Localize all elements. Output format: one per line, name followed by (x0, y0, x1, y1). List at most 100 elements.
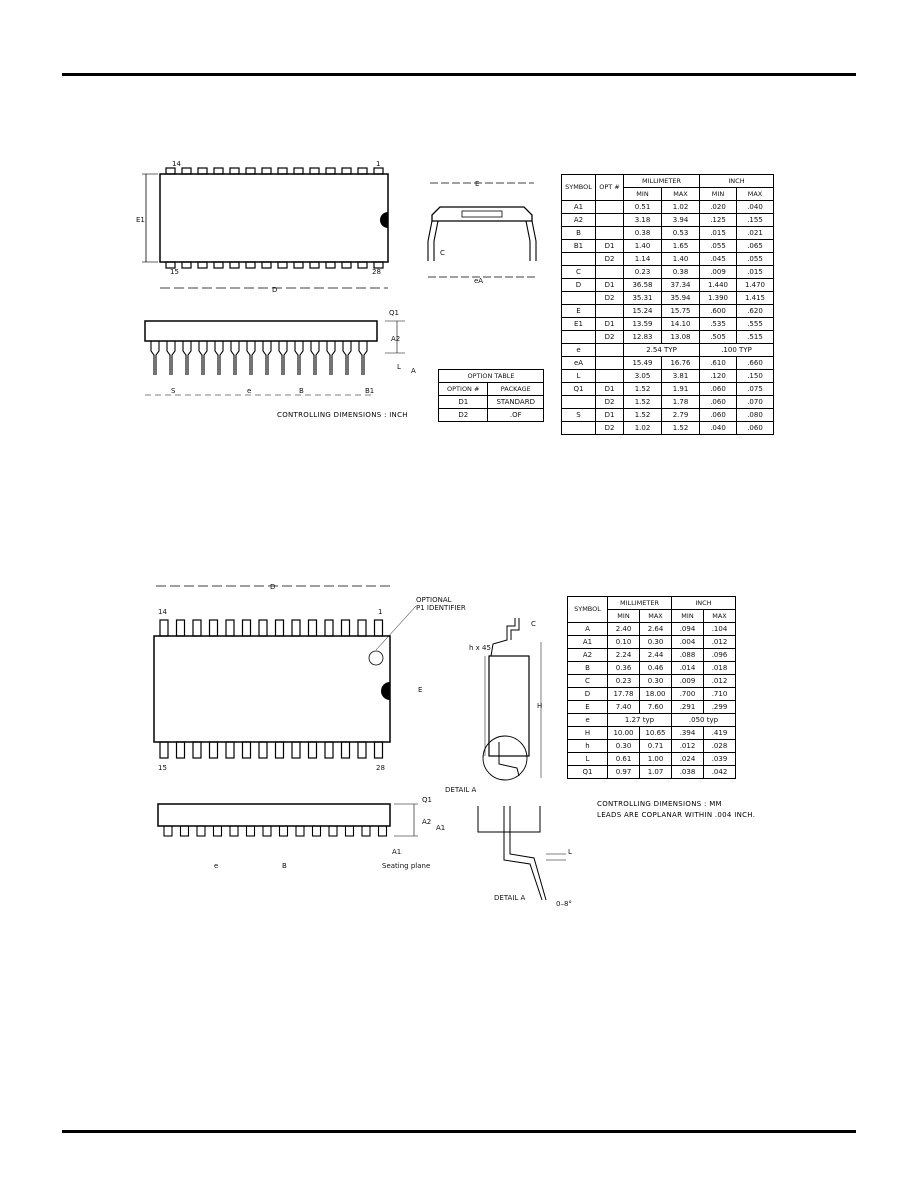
pin (324, 619, 334, 637)
soic-e-pitch-label: e (214, 862, 218, 870)
pin (225, 741, 235, 759)
pin (262, 341, 272, 375)
pin (245, 825, 256, 837)
pin (166, 341, 176, 375)
pin (291, 619, 301, 637)
pin (214, 341, 224, 375)
pin (245, 167, 256, 175)
pin (358, 341, 368, 375)
pin (277, 261, 288, 269)
pin (196, 825, 206, 837)
pin (163, 825, 173, 837)
pin (278, 341, 288, 375)
pin (373, 619, 384, 637)
pin (291, 741, 301, 759)
b1-label: B1 (365, 387, 374, 395)
detail-a-view: L DETAIL A 0–8° (470, 800, 600, 912)
pkg2-coplanar-note: LEADS ARE COPLANAR WITHIN .004 INCH. (597, 811, 756, 819)
pin (307, 741, 318, 759)
soic-pin-14-label: 14 (158, 608, 167, 616)
pin (310, 341, 320, 375)
seating-plane-label: Seating plane (382, 862, 430, 870)
pin (295, 825, 305, 837)
pin (225, 619, 235, 637)
soic-c-label: C (531, 620, 536, 628)
pin (192, 619, 202, 637)
pin (340, 619, 351, 637)
a-label: A (411, 367, 416, 375)
pin (212, 825, 223, 837)
pin (341, 167, 352, 175)
pin (342, 341, 352, 375)
table-row: D2.OF (437, 408, 544, 422)
pin (344, 825, 355, 837)
pin (373, 741, 384, 759)
pin (229, 167, 240, 175)
option-table-title: OPTION TABLE (438, 369, 544, 383)
pin (311, 825, 322, 837)
pin (261, 261, 272, 269)
dip-top-view: 14 1 15 28 E1 D (130, 150, 400, 300)
d-label: D (272, 286, 277, 294)
pin (241, 619, 252, 637)
pin (293, 261, 304, 269)
soic-h-label: H (537, 702, 542, 710)
pin (175, 741, 186, 759)
pin (274, 619, 285, 637)
soic-d-label: D (270, 583, 275, 591)
pin (192, 741, 202, 759)
pin (307, 619, 318, 637)
l-label: L (397, 363, 401, 371)
soic-q1-label: Q1 (422, 796, 432, 804)
s-label: S (171, 387, 176, 395)
pin (357, 167, 368, 175)
soic-pin-28-label: 28 (376, 764, 385, 772)
pin (278, 825, 289, 837)
pin-14-label: 14 (172, 160, 181, 168)
pin (361, 825, 371, 837)
pin (293, 167, 304, 175)
pin (326, 341, 336, 375)
soic-e-label: E (418, 686, 422, 694)
pin (229, 825, 239, 837)
pin (150, 341, 160, 375)
identifier-label: P1 IDENTIFIER (416, 604, 466, 612)
b-label: B (299, 387, 304, 395)
detail-a-label-1: DETAIL A (445, 786, 477, 794)
pin (159, 741, 169, 759)
pin (340, 741, 351, 759)
e1-label: E1 (136, 216, 145, 224)
pin (328, 825, 338, 837)
pin (175, 619, 186, 637)
soic-a1b-label: A1 (392, 848, 401, 856)
pin (377, 825, 388, 837)
pin (241, 741, 252, 759)
soic-pin-15-label: 15 (158, 764, 167, 772)
pin (208, 619, 219, 637)
pin (181, 261, 192, 269)
pin (325, 261, 336, 269)
pin (181, 167, 192, 175)
pkg1-controlling-note: CONTROLLING DIMENSIONS : INCH (277, 411, 408, 419)
pin-1-label: 1 (376, 160, 380, 168)
